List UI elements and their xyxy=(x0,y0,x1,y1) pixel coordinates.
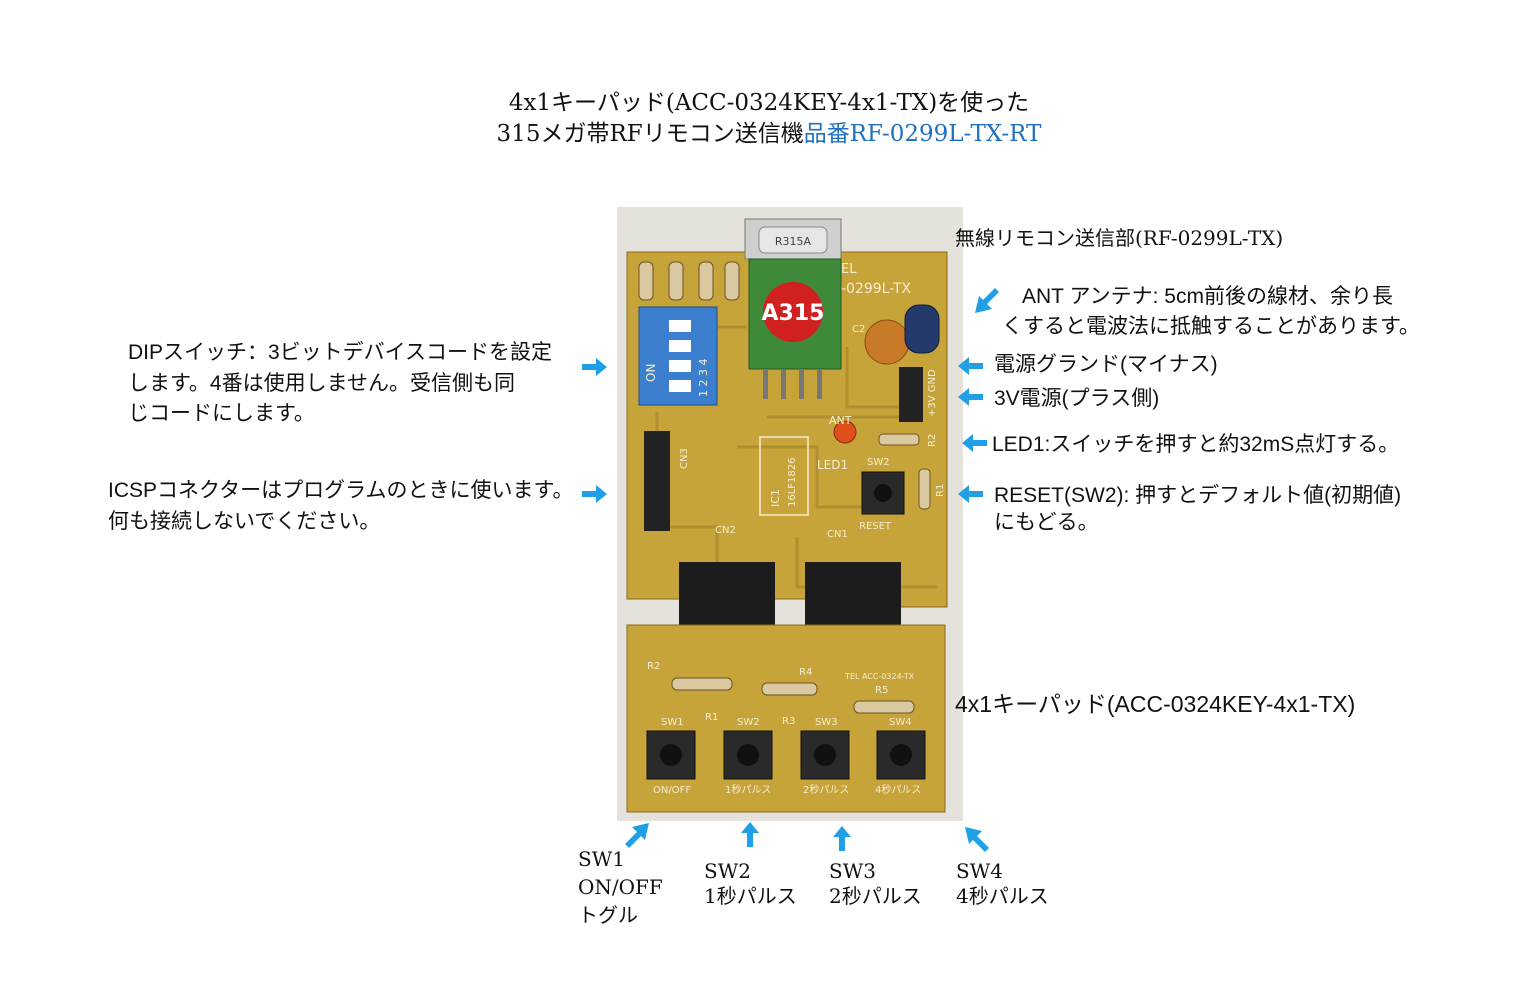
dip-arrow-icon xyxy=(582,358,607,376)
reset-label-1: RESET(SW2): 押すとデフォルト値(初期値) xyxy=(994,484,1402,507)
sw3-label: SW3 xyxy=(829,859,876,883)
crystal-label: R315A xyxy=(775,235,812,248)
kp-r1-silk: R1 xyxy=(705,712,718,723)
kp-r3-silk: R3 xyxy=(782,716,795,727)
sw2-silk: SW2 xyxy=(867,457,890,468)
dip-label-3: じコードにします。 xyxy=(128,402,315,425)
c2-silk: C2 xyxy=(852,324,865,335)
title-line-2: 315メガ帯RFリモコン送信機品番RF-0299L-TX-RT xyxy=(0,119,1538,150)
module-text: -0299L-TX xyxy=(841,281,912,297)
r2-silk: R2 xyxy=(927,434,938,447)
led-label: LED1:スイッチを押すと約32mS点灯する。 xyxy=(992,433,1400,456)
kp-r2-silk: R2 xyxy=(647,661,660,672)
cn2-silk: CN2 xyxy=(715,525,736,536)
kp-sw3-silk: SW3 xyxy=(815,717,838,728)
title-line-1: 4x1キーパッド(ACC-0324KEY-4x1-TX)を使った xyxy=(508,90,1030,116)
gnd-silk: +3V GND xyxy=(927,369,938,417)
sw3-desc: 2秒パルス xyxy=(829,884,922,908)
v3-label: 3V電源(プラス側) xyxy=(994,387,1160,410)
led1-silk: LED1 xyxy=(817,458,848,472)
kp-b3-silk: 2秒パルス xyxy=(803,783,849,796)
ant-silk: ANT xyxy=(829,414,852,427)
gnd-label: 電源グランド(マイナス) xyxy=(994,353,1218,376)
reset-silk: RESET xyxy=(859,521,892,532)
kp-r5-silk: R5 xyxy=(875,685,888,696)
tx-unit-label: 無線リモコン送信部(RF-0299L-TX) xyxy=(955,226,1284,250)
dip-numbers-silk: 1 2 3 4 xyxy=(697,359,710,397)
kp-sw2-silk: SW2 xyxy=(737,717,760,728)
icsp-label-1: ICSPコネクターはプログラムのときに使います。 xyxy=(108,479,574,502)
sw3-arrow-icon xyxy=(833,826,851,851)
reset-label-2: にもどる。 xyxy=(994,511,1099,534)
title-part-number: 品番RF-0299L-TX-RT xyxy=(803,121,1042,147)
ic1-silk: IC1 xyxy=(769,489,782,507)
module-badge: A315 xyxy=(762,301,825,326)
sw1-desc: ON/OFF xyxy=(578,875,663,899)
sw1-arrow-icon xyxy=(625,823,649,848)
r1-silk: R1 xyxy=(935,484,946,497)
kp-b1-silk: ON/OFF xyxy=(653,785,691,796)
dip-label-2: します。4番は使用しません。受信側も同 xyxy=(128,372,515,395)
led-arrow-icon xyxy=(962,434,987,452)
ant-arrow-icon xyxy=(975,288,999,313)
sw2-desc: 1秒パルス xyxy=(704,884,797,908)
icsp-label-2: 何も接続しないでください。 xyxy=(108,510,381,533)
cn3-silk: CN3 xyxy=(679,448,690,469)
kp-r4-silk: R4 xyxy=(799,667,812,678)
kp-sw1-silk: SW1 xyxy=(661,717,684,728)
sw4-label: SW4 xyxy=(956,859,1003,883)
sw1-label: SW1 xyxy=(578,847,625,871)
sw1-toggle: トグル xyxy=(578,903,638,927)
dip-on-silk: ON xyxy=(644,364,658,382)
kp-b4-silk: 4秒パルス xyxy=(875,783,921,796)
module-prefix: EL xyxy=(841,262,857,277)
keypad-silk: TEL ACC-0324-TX xyxy=(844,672,915,681)
ant-label-1: ANT アンテナ: 5cm前後の線材、余り長 xyxy=(1022,285,1393,308)
kp-sw4-silk: SW4 xyxy=(889,717,912,728)
cn1-silk: CN1 xyxy=(827,529,848,540)
v3-arrow-icon xyxy=(958,388,983,406)
ant-label-2: くすると電波法に抵触することがあります。 xyxy=(1002,315,1420,338)
gnd-arrow-icon xyxy=(958,357,983,375)
sw4-desc: 4秒パルス xyxy=(956,884,1049,908)
sw2-arrow-icon xyxy=(741,822,759,847)
title-main: 315メガ帯RFリモコン送信機 xyxy=(496,121,804,147)
reset-arrow-icon xyxy=(958,485,983,503)
kp-b2-silk: 1秒パルス xyxy=(725,783,771,796)
pcb-photo: ON 1 2 3 4 R315A A315 -0299L-TX EL C2 +3… xyxy=(617,207,963,821)
keypad-label: 4x1キーパッド(ACC-0324KEY-4x1-TX) xyxy=(955,691,1356,717)
dip-label-1: DIPスイッチ：3ビットデバイスコードを設定 xyxy=(128,341,553,364)
ic1-part-silk: 16LF1826 xyxy=(787,458,798,508)
sw4-arrow-icon xyxy=(965,827,989,852)
icsp-arrow-icon xyxy=(582,485,607,503)
sw2-label: SW2 xyxy=(704,859,751,883)
